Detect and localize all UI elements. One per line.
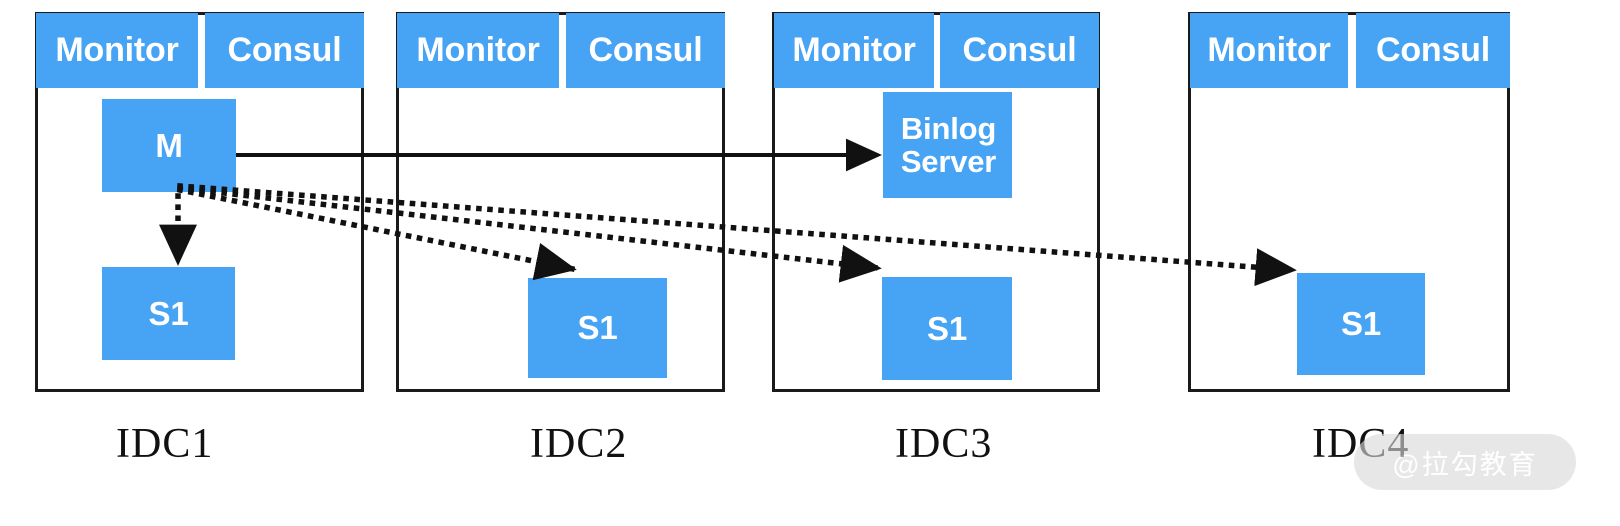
- watermark-badge: @拉勾教育: [1354, 434, 1576, 490]
- idc3-consul-block[interactable]: Consul: [940, 13, 1099, 88]
- idc2-slave-node-1[interactable]: S1: [528, 278, 667, 378]
- idc-caption-idc2: IDC2: [530, 421, 628, 467]
- idc1-master-node[interactable]: M: [102, 99, 236, 192]
- idc4-slave-node-1[interactable]: S1: [1297, 273, 1425, 375]
- watermark-text: @拉勾教育: [1392, 449, 1538, 480]
- idc4-monitor-block[interactable]: Monitor: [1190, 13, 1348, 88]
- idc2-monitor-block[interactable]: Monitor: [397, 13, 559, 88]
- binlog-server-label-line2: Server: [900, 144, 997, 179]
- idc-caption-idc3: IDC3: [895, 421, 993, 467]
- idc-caption-idc1: IDC1: [116, 421, 214, 467]
- idc3-monitor-block[interactable]: Monitor: [774, 13, 934, 88]
- idc1-consul-block[interactable]: Consul: [205, 13, 364, 88]
- binlog-server-label-line1: Binlog: [900, 110, 997, 146]
- idc3-slave-node-1[interactable]: S1: [882, 277, 1012, 380]
- idc3-binlog-server-node[interactable]: Binlog Server: [883, 92, 1012, 198]
- idc1-monitor-block[interactable]: Monitor: [36, 13, 198, 88]
- idc1-slave-node-1[interactable]: S1: [102, 267, 235, 360]
- idc4-consul-block[interactable]: Consul: [1356, 13, 1510, 88]
- idc2-consul-block[interactable]: Consul: [566, 13, 725, 88]
